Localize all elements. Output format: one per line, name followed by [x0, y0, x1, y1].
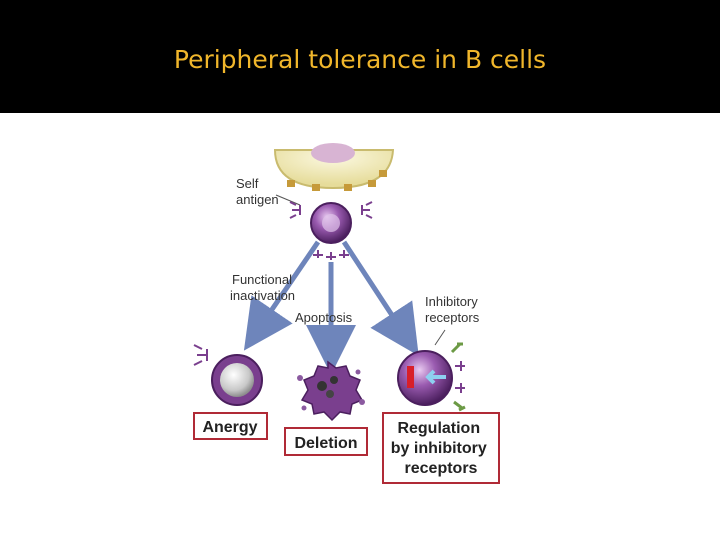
signal-block-icon: [407, 366, 414, 388]
outcome-label-deletion: Deletion: [294, 435, 357, 452]
apoptotic-b-cell: [297, 360, 365, 422]
arrow-inhibitory: [341, 240, 419, 356]
functional-inactivation-label: Functional inactivation: [230, 272, 296, 303]
label-leader: [275, 194, 301, 206]
antigen-presenting-cell: [273, 143, 395, 190]
arrow-functional-inactivation: [243, 240, 321, 351]
self-antigen-icon: [287, 170, 387, 191]
outcome-box-regulation: Regulation by inhibitory receptors: [382, 412, 500, 484]
apoptosis-label: Apoptosis: [295, 310, 353, 325]
outcome-label-anergy: Anergy: [202, 419, 257, 436]
pathway-arrows: [243, 240, 419, 375]
inhibitory-receptors-label: Inhibitory receptors: [425, 294, 481, 325]
inhibitory-receptor-icon: [450, 342, 466, 412]
b-cell-receptor-icon: [289, 201, 373, 260]
b-cell-receptor-icon: [455, 361, 465, 393]
regulated-b-cell: [397, 350, 453, 406]
slide-title: Peripheral tolerance in B cells: [173, 45, 547, 74]
anergic-b-cell: [193, 344, 263, 406]
outcome-label-regulation: Regulation by inhibitory receptors: [391, 420, 491, 477]
title-bar: [0, 0, 720, 113]
inhibitory-signal-arrow-icon: [425, 369, 446, 385]
outcome-box-anergy: Anergy: [193, 412, 268, 440]
label-leader: [434, 329, 446, 346]
self-antigen-label: Self antigen: [236, 176, 279, 207]
b-cell: [310, 202, 352, 244]
outcome-box-deletion: Deletion: [284, 427, 368, 456]
